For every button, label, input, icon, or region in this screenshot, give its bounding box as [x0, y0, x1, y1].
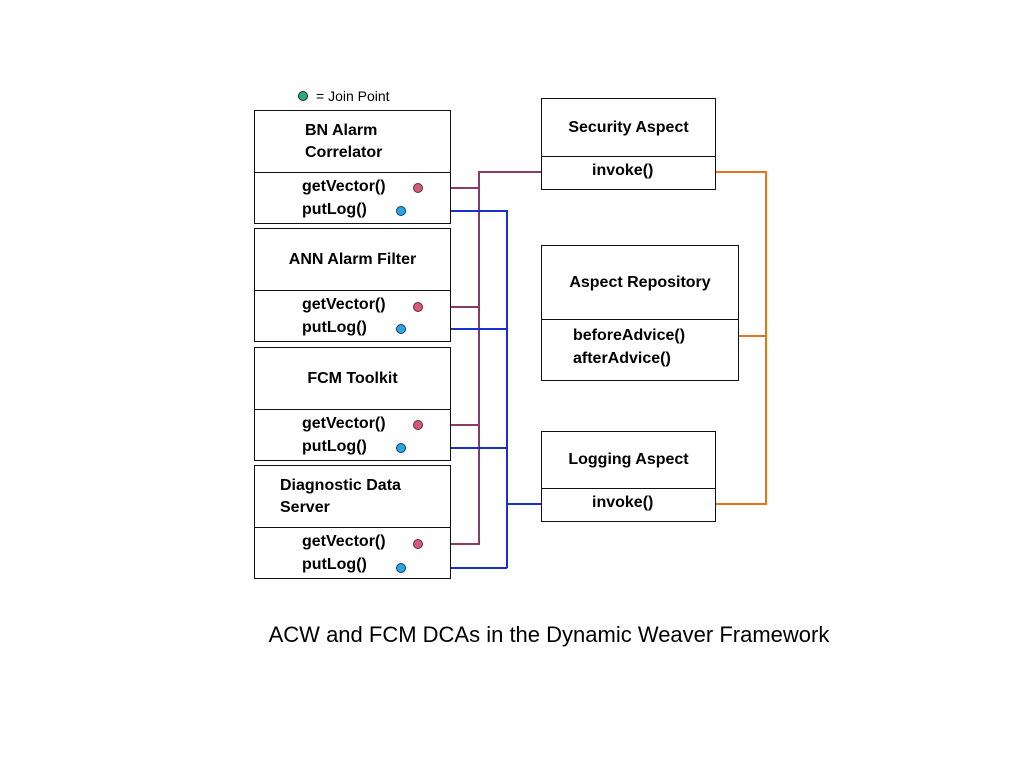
method-beforeadvice: beforeAdvice() [573, 327, 686, 344]
component-title: FCM Toolkit [255, 348, 450, 410]
method-getvector: getVector() [302, 415, 386, 432]
method-afteradvice: afterAdvice() [573, 350, 671, 367]
join-point-icon [396, 206, 406, 216]
method-getvector: getVector() [302, 533, 386, 550]
component-fcm-toolkit: FCM Toolkit getVector() putLog() [254, 347, 451, 461]
legend-label: = Join Point [316, 88, 390, 104]
component-bn-alarm-correlator: BN Alarm Correlator getVector() putLog() [254, 110, 451, 224]
legend: = Join Point [298, 86, 390, 106]
aspect-repository: Aspect Repository beforeAdvice() afterAd… [541, 245, 739, 381]
diagram-caption: ACW and FCM DCAs in the Dynamic Weaver F… [268, 622, 830, 647]
join-point-icon [396, 563, 406, 573]
aspect-title: Security Aspect [542, 99, 715, 157]
method-invoke: invoke() [592, 162, 654, 179]
aspect-security: Security Aspect invoke() [541, 98, 716, 190]
join-point-icon [413, 183, 423, 193]
join-point-icon [413, 302, 423, 312]
method-putlog: putLog() [302, 319, 367, 336]
component-title: ANN Alarm Filter [255, 229, 450, 291]
advice-wire-security [677, 171, 767, 505]
method-putlog: putLog() [302, 556, 367, 573]
method-getvector: getVector() [302, 178, 386, 195]
component-ann-alarm-filter: ANN Alarm Filter getVector() putLog() [254, 228, 451, 342]
aspect-title: Aspect Repository [542, 246, 738, 320]
aspect-logging: Logging Aspect invoke() [541, 431, 716, 522]
method-putlog: putLog() [302, 438, 367, 455]
join-point-icon [396, 443, 406, 453]
method-getvector: getVector() [302, 296, 386, 313]
join-point-icon [413, 420, 423, 430]
aspect-title: Logging Aspect [542, 432, 715, 489]
component-title: BN Alarm Correlator [255, 111, 450, 173]
component-diagnostic-data-server: Diagnostic Data Server getVector() putLo… [254, 465, 451, 579]
join-point-icon [413, 539, 423, 549]
join-point-legend-icon [298, 91, 308, 101]
method-putlog: putLog() [302, 201, 367, 218]
component-title: Diagnostic Data Server [255, 466, 450, 528]
join-point-icon [396, 324, 406, 334]
method-invoke: invoke() [592, 494, 654, 511]
